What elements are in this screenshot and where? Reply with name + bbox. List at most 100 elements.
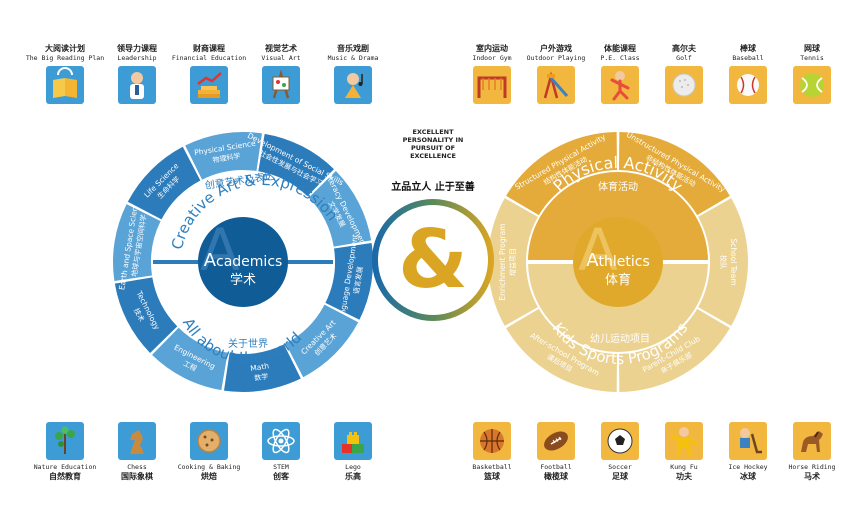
- activity-label-cn: 功夫: [676, 472, 692, 481]
- activity-label-en: Lego: [345, 463, 361, 471]
- kungfu-icon: [665, 422, 703, 460]
- activity-label-cn: 创客: [273, 472, 289, 481]
- segment-label-en: School Team: [729, 238, 738, 285]
- wheel-segment: [487, 198, 538, 326]
- activity-label-en: Indoor Gym: [472, 54, 512, 62]
- atom-icon: [262, 422, 300, 460]
- activity-label-cn: 视觉艺术: [265, 44, 297, 53]
- athletics-upper-cn: 体育活动: [598, 180, 638, 193]
- wheel-segment: [114, 277, 178, 353]
- athletics-hub-cn: 体育: [605, 272, 631, 288]
- wheel-segment: [506, 132, 618, 216]
- segment-label-cn: 物理科学: [212, 151, 241, 164]
- athletics-hub-title: Athletics: [586, 250, 650, 271]
- wheel-segment: [506, 308, 618, 392]
- activity-label-en: Football: [540, 463, 572, 471]
- activity-label-en: Leadership: [117, 54, 157, 62]
- activity-label-en: Soccer: [608, 463, 632, 471]
- wheel-segment: [618, 132, 730, 216]
- activity-label-cn: 网球: [804, 44, 820, 53]
- activity-label-cn: 马术: [804, 472, 820, 481]
- activity-label-en: Basketball: [472, 463, 512, 471]
- activity-label-cn: 户外游戏: [540, 44, 572, 53]
- wheel-segment: [308, 171, 372, 247]
- pe-kid-icon: [601, 66, 639, 104]
- gym-bars-icon: [473, 66, 511, 104]
- activity-label-en: P.E. Class: [600, 54, 640, 62]
- activity-label-en: Visual Art: [261, 54, 301, 62]
- activity-label-cn: 室内运动: [476, 44, 508, 53]
- activity-label-en: Financial Education: [171, 54, 247, 62]
- activity-label-en: Golf: [676, 54, 692, 62]
- activity-label-en: Tennis: [800, 54, 824, 62]
- activity-label-en: Horse Riding: [788, 463, 836, 471]
- wheel-segment: [698, 198, 748, 326]
- basketball-icon: [473, 422, 511, 460]
- easel-icon: [262, 66, 300, 104]
- segment-label-cn: 数学: [254, 372, 269, 383]
- chess-knight-icon: [118, 422, 156, 460]
- center-ring: [372, 199, 494, 321]
- cookie-icon: [190, 422, 228, 460]
- ampersand-symbol: &: [398, 213, 468, 306]
- academics-hub-initial: A: [200, 216, 240, 284]
- activity-label-cn: 高尔夫: [672, 44, 696, 53]
- activity-label-en: Ice Hockey: [728, 463, 768, 471]
- academics-hub-title: Academics: [204, 250, 283, 271]
- segment-label-en: Math: [250, 361, 270, 373]
- plant-icon: [46, 422, 84, 460]
- wheel-segment: [224, 344, 301, 392]
- leader-icon: [118, 66, 156, 104]
- wheel-segment: [127, 146, 201, 220]
- lego-icon: [334, 422, 372, 460]
- activity-label-en: Music & Drama: [327, 54, 379, 62]
- activity-label-cn: 冰球: [740, 472, 756, 481]
- activity-label-cn: 国际象棋: [121, 472, 153, 481]
- activity-label-en: Outdoor Playing: [526, 54, 586, 62]
- activity-label-en: STEM: [273, 463, 289, 471]
- motto-english: EXCELLENT PERSONALITY IN PURSUIT OF EXCE…: [402, 128, 464, 160]
- activity-label-cn: 音乐戏剧: [337, 44, 369, 53]
- wheel-segment: [113, 204, 161, 281]
- hub-circle: [198, 217, 288, 307]
- baseball-icon: [729, 66, 767, 104]
- activity-label-en: Kung Fu: [670, 463, 698, 471]
- music-drama-icon: [334, 66, 372, 104]
- book-icon: [46, 66, 84, 104]
- segment-label-cn: 校队: [719, 255, 728, 269]
- activity-label-en: The Big Reading Plan: [25, 54, 105, 62]
- wheel-segment: [185, 131, 262, 180]
- activity-label-cn: 财商课程: [193, 44, 225, 53]
- activity-label-cn: 领导力课程: [117, 44, 157, 53]
- academics-lower-cn: 关于世界: [228, 337, 268, 350]
- tennis-ball-icon: [793, 66, 831, 104]
- wheel-segment: [152, 327, 228, 391]
- coins-chart-icon: [190, 66, 228, 104]
- wheel-segment: [325, 243, 373, 320]
- motto-chinese: 立品立人 止于至善: [391, 182, 475, 193]
- activity-label-cn: 大阅读计划: [45, 44, 85, 53]
- football-icon: [537, 422, 575, 460]
- activity-label-cn: 乐高: [345, 472, 361, 481]
- activity-label-cn: 橄榄球: [544, 472, 568, 481]
- activity-label-en: Baseball: [732, 54, 764, 62]
